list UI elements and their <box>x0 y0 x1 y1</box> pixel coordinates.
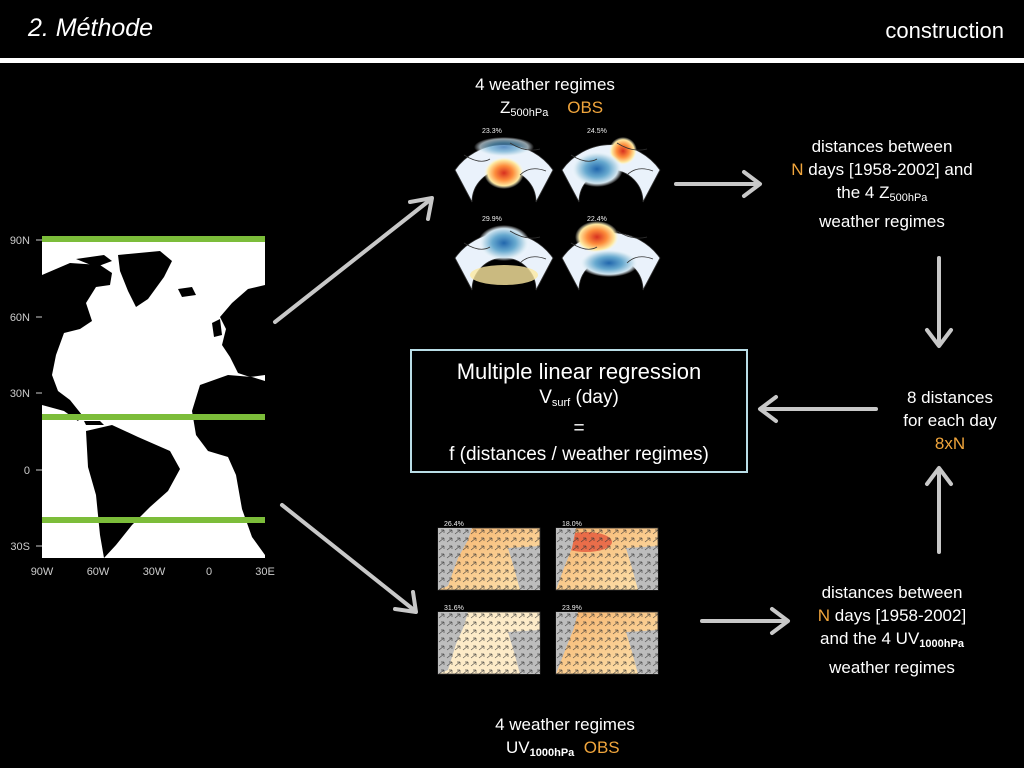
regression-vsurf: Vsurf (day) <box>412 385 746 416</box>
arrow-map-to-uv1000 <box>280 503 418 614</box>
arrow-uv1000-to-distances <box>700 607 790 635</box>
uv1000-panel: 18.0% <box>555 521 659 591</box>
z500-distances-line: N days [1958-2002] and <box>762 158 1002 181</box>
uv1000-distances-line: weather regimes <box>829 658 955 677</box>
arctic-islands-shape <box>76 255 112 267</box>
arrow-z500-to-distances <box>674 170 762 198</box>
uv1000-panel: 23.9% <box>555 605 659 675</box>
domain-band-middle <box>42 414 265 420</box>
uv1000-obs-tag: OBS <box>583 738 620 757</box>
z500-panel-pct: 24.5% <box>587 128 607 135</box>
caribbean-shape <box>84 421 104 425</box>
header-divider <box>0 58 1024 63</box>
z500-panel-pct: 23.3% <box>482 128 502 135</box>
n-label: N <box>817 606 831 625</box>
uv1000-var-main: UV <box>506 738 530 757</box>
eight-distances-text: 8 distances for each day 8xN <box>880 386 1020 455</box>
z500-obs-tag: OBS <box>567 98 604 117</box>
z500-panel-pct: 29.9% <box>482 216 502 223</box>
n-label: N <box>791 160 804 179</box>
eight-distances-line: for each day <box>903 411 997 430</box>
lon-tick: 30E <box>255 566 275 578</box>
z500-var-main: Z <box>500 98 511 117</box>
iceland-shape <box>178 287 196 297</box>
regression-function: f (distances / weather regimes) <box>449 444 709 465</box>
z500-panel: 22.4% <box>561 216 661 291</box>
uv1000-panel-pct: 18.0% <box>562 521 582 528</box>
section-label: construction <box>885 18 1004 43</box>
arrow-map-to-z500 <box>273 196 434 324</box>
lat-tick: 60N <box>10 312 30 324</box>
domain-band-south <box>42 517 265 523</box>
arrow-z-distances-down <box>925 256 953 348</box>
uv1000-panel-pct: 23.9% <box>562 605 582 612</box>
z500-distances-line: weather regimes <box>819 212 945 231</box>
uv1000-var-sub: 1000hPa <box>529 747 575 759</box>
atlantic-map: 90N 60N 30N 0 30S 90W 60W 30W 0 30E <box>10 235 275 578</box>
british-isles-shape <box>212 319 222 337</box>
lon-tick: 30W <box>143 566 166 578</box>
uv1000-distances-text: distances between N days [1958-2002] and… <box>772 581 1012 679</box>
regression-equals: = <box>573 418 585 439</box>
vsurf-sub: surf <box>551 397 571 409</box>
z500-var-sub: 500hPa <box>510 107 549 119</box>
arrow-uv-distances-up <box>925 466 953 554</box>
eight-distances-line: 8 distances <box>907 388 993 407</box>
z500-days-text: days [1958-2002] and <box>803 160 973 179</box>
regression-title: Multiple linear regression <box>456 359 702 384</box>
uv1000-days-text: days [1958-2002] <box>830 606 967 625</box>
slide-title: 2. Méthode <box>28 14 154 42</box>
arrow-to-regression <box>758 395 878 423</box>
z500-distances-line: the 4 Z500hPa <box>762 181 1002 210</box>
lon-tick: 90W <box>31 566 54 578</box>
regression-box: Multiple linear regression Vsurf (day) =… <box>410 349 748 473</box>
z500-variable: Z500hPa OBS <box>500 96 660 125</box>
uv1000-panel: 31.6% <box>437 605 541 675</box>
europe-shape <box>220 285 265 377</box>
z500-the4-text: the 4 Z <box>836 183 890 202</box>
south-america-shape <box>86 425 180 558</box>
vsurf-day: (day) <box>570 387 619 408</box>
z500-panel-pct: 22.4% <box>587 216 607 223</box>
z500-regime-panels: 23.3% 24.5% 29.9% 22.4% <box>454 128 661 291</box>
z500-panel: 24.5% <box>561 128 661 203</box>
z500-heading: 4 weather regimes <box>475 75 615 94</box>
north-america-shape <box>42 263 112 421</box>
lon-tick: 0 <box>206 566 212 578</box>
uv1000-the4-text: and the 4 UV <box>820 629 920 648</box>
uv1000-regime-panels: 26.4% 18.0% 31.6% 23.9% <box>437 521 659 675</box>
uv1000-distances-line: distances between <box>821 583 963 602</box>
z500-distances-text: distances between N days [1958-2002] and… <box>762 135 1002 233</box>
z500-panel: 29.9% <box>454 216 554 291</box>
uv1000-sub: 1000hPa <box>919 638 964 650</box>
uv1000-variable: UV1000hPa OBS <box>506 736 666 765</box>
lat-tick: 90N <box>10 235 30 247</box>
z500-distances-line: distances between <box>811 137 953 156</box>
lat-tick: 0 <box>24 465 30 477</box>
uv1000-distances-line: and the 4 UV1000hPa <box>772 627 1012 656</box>
lon-tick: 60W <box>87 566 110 578</box>
uv1000-panel: 26.4% <box>437 521 541 591</box>
greenland-shape <box>118 251 172 307</box>
lat-tick: 30N <box>10 388 30 400</box>
z500-sub: 500hPa <box>889 192 928 204</box>
uv1000-panel-pct: 31.6% <box>444 605 464 612</box>
eight-xn-label: 8xN <box>934 434 966 453</box>
uv1000-distances-line: N days [1958-2002] <box>772 604 1012 627</box>
uv1000-panel-pct: 26.4% <box>444 521 464 528</box>
domain-band-north <box>42 236 265 242</box>
z500-panel: 23.3% <box>454 128 554 203</box>
vsurf-v: V <box>539 387 552 408</box>
lat-tick: 30S <box>10 541 30 553</box>
uv1000-heading: 4 weather regimes <box>495 715 635 734</box>
